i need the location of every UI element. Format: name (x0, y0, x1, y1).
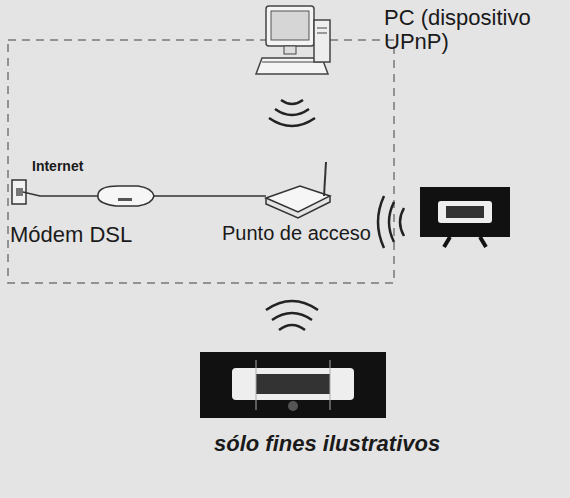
dashed-region (8, 40, 394, 283)
device-label: PC (dispositivo UPnP) (384, 6, 556, 54)
dsl-modem (98, 186, 154, 206)
wireless-waves (269, 100, 315, 126)
port-label: Internet (32, 159, 83, 174)
access-point (266, 162, 330, 218)
wireless-waves (378, 196, 404, 248)
wireless-waves (266, 301, 318, 330)
cable (154, 195, 266, 197)
wireless-music-center (200, 352, 386, 418)
device-label: Punto de acceso (222, 222, 371, 244)
device-label: Módem DSL (10, 223, 132, 247)
cable (23, 192, 98, 196)
note: sólo fines ilustrativos (214, 432, 440, 456)
pc-icon (256, 6, 330, 74)
wireless-station (420, 187, 510, 247)
